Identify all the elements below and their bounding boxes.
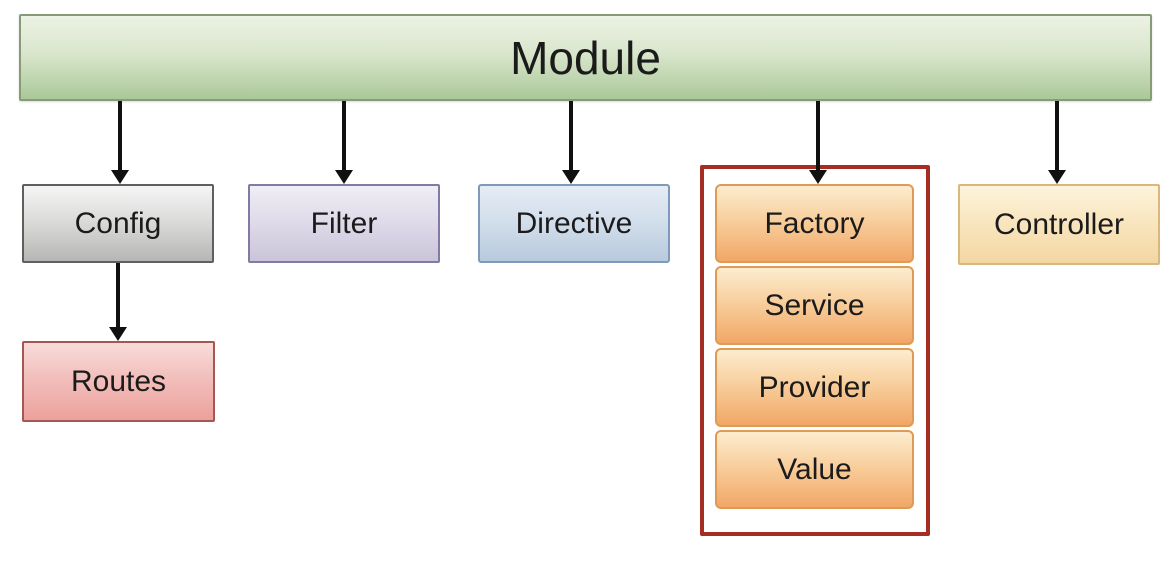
arrow-stem [569, 101, 573, 173]
arrow-module-to-controller [1048, 101, 1066, 184]
node-service: Service [715, 266, 914, 345]
arrow-module-to-filter [335, 101, 353, 184]
arrow-module-to-config [111, 101, 129, 184]
node-directive: Directive [478, 184, 670, 263]
node-provider: Provider [715, 348, 914, 427]
arrow-head-icon [1048, 170, 1066, 184]
factory-group-stack: Factory Service Provider Value [715, 184, 914, 509]
factory-group-outline [700, 165, 930, 536]
node-value: Value [715, 430, 914, 509]
node-filter: Filter [248, 184, 440, 263]
node-config: Config [22, 184, 214, 263]
arrow-module-to-directive [562, 101, 580, 184]
arrow-head-icon [335, 170, 353, 184]
arrow-head-icon [809, 170, 827, 184]
node-module: Module [19, 14, 1152, 101]
arrow-stem [342, 101, 346, 173]
arrow-stem [116, 263, 120, 330]
arrow-head-icon [111, 170, 129, 184]
arrow-head-icon [562, 170, 580, 184]
node-routes: Routes [22, 341, 215, 422]
node-controller: Controller [958, 184, 1160, 265]
node-factory: Factory [715, 184, 914, 263]
arrow-stem [816, 101, 820, 173]
arrow-config-to-routes [109, 263, 127, 341]
arrow-head-icon [109, 327, 127, 341]
arrow-stem [118, 101, 122, 173]
arrow-module-to-factory-group [809, 101, 827, 184]
arrow-stem [1055, 101, 1059, 173]
